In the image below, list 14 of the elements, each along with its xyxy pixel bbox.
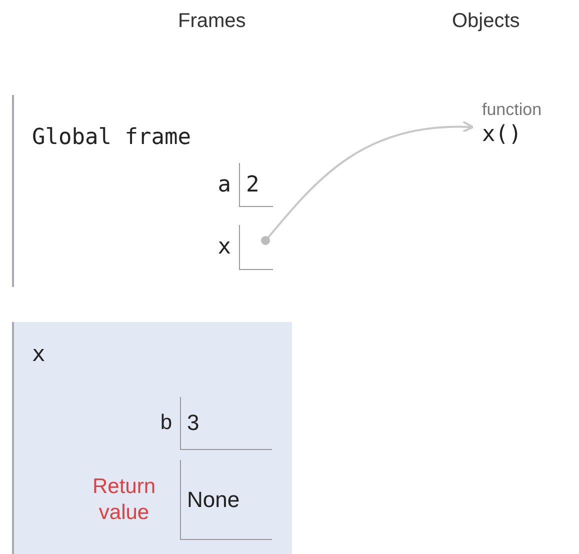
object-type: function	[482, 100, 542, 120]
column-heading: Objects	[452, 10, 520, 33]
frame-name: x	[32, 342, 46, 367]
column-heading: Frames	[178, 10, 246, 33]
variable-name: x	[218, 234, 231, 260]
cell-value: None	[187, 486, 240, 512]
variable-name: a	[218, 172, 231, 197]
cell-value: 3	[187, 410, 200, 436]
frame-name: Global frame	[32, 125, 191, 150]
return-value-label: Return value	[91, 473, 157, 526]
function-name: x()	[482, 122, 522, 147]
frame-card	[12, 322, 292, 554]
variable-name: b	[160, 411, 172, 435]
cell-value: 2	[246, 172, 260, 197]
